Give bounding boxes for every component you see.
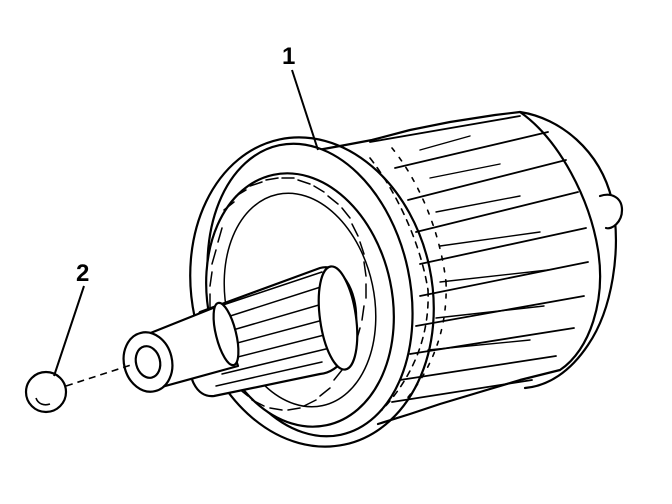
armature-assembly — [122, 110, 624, 448]
callout-number: 1 — [282, 43, 295, 70]
callout-number: 2 — [76, 260, 89, 287]
leader-line-1 — [291, 69, 319, 151]
output-shaft — [122, 301, 240, 393]
callout-1: 1 — [282, 43, 319, 151]
assembly-line — [65, 363, 135, 387]
callout-2: 2 — [53, 260, 89, 377]
leader-line-2 — [53, 285, 85, 377]
ball — [24, 370, 68, 414]
